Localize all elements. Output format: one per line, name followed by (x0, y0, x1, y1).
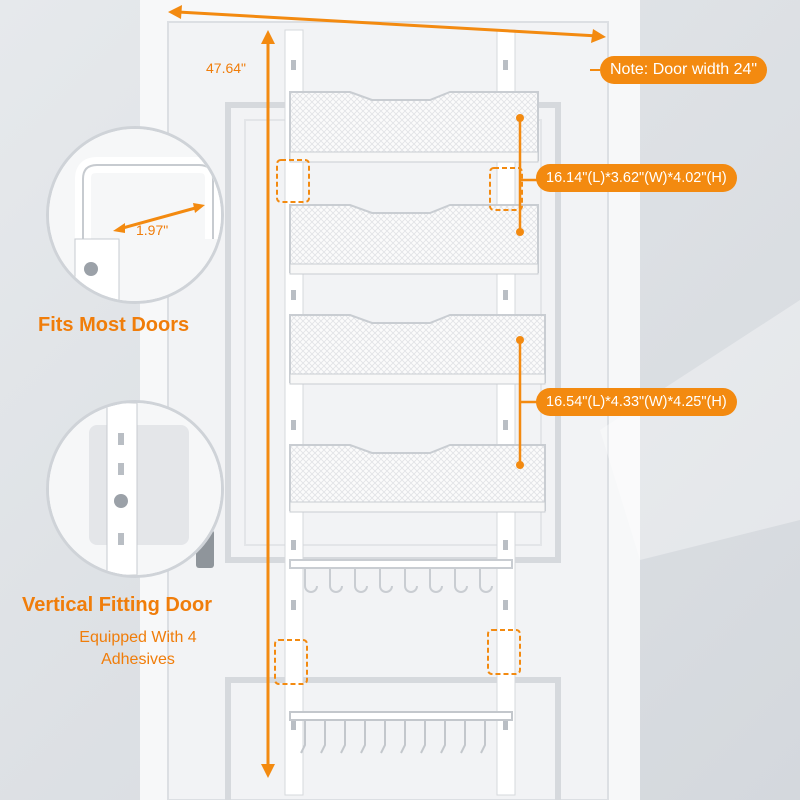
adhesives-line-2: Adhesives (101, 651, 175, 668)
hook-bar-upper (289, 559, 513, 593)
width-arrow (168, 5, 606, 43)
basket-1 (289, 91, 539, 163)
door-panel-lower (225, 677, 561, 800)
basket-2 (289, 204, 539, 275)
adhesive-bracket-illustration (49, 403, 221, 575)
large-basket-dimensions: 16.54"(L)*4.33"(W)*4.25"(H) (536, 388, 737, 416)
small-basket-dimensions: 16.14"(L)*3.62"(W)*4.02"(H) (536, 164, 737, 192)
hook-width-label: 1.97" (136, 222, 169, 238)
vertical-fitting-heading: Vertical Fitting Door (22, 594, 213, 616)
basket-4 (289, 444, 546, 513)
hook-bar-lower (289, 711, 513, 754)
fits-most-doors-heading: Fits Most Doors (38, 314, 190, 336)
basket-size-brackets (516, 114, 540, 469)
basket-3 (289, 314, 546, 385)
door-width-note: Note: Door width 24" (600, 56, 768, 84)
bracket-highlights (274, 159, 523, 685)
adhesive-detail-circle (46, 400, 224, 578)
hook-detail-circle (46, 126, 224, 304)
height-arrow (261, 30, 275, 778)
adhesives-line-1: Equipped With 4 (79, 629, 197, 646)
over-door-hook-illustration (49, 129, 221, 301)
door-height-label: 47.64" (206, 60, 247, 76)
